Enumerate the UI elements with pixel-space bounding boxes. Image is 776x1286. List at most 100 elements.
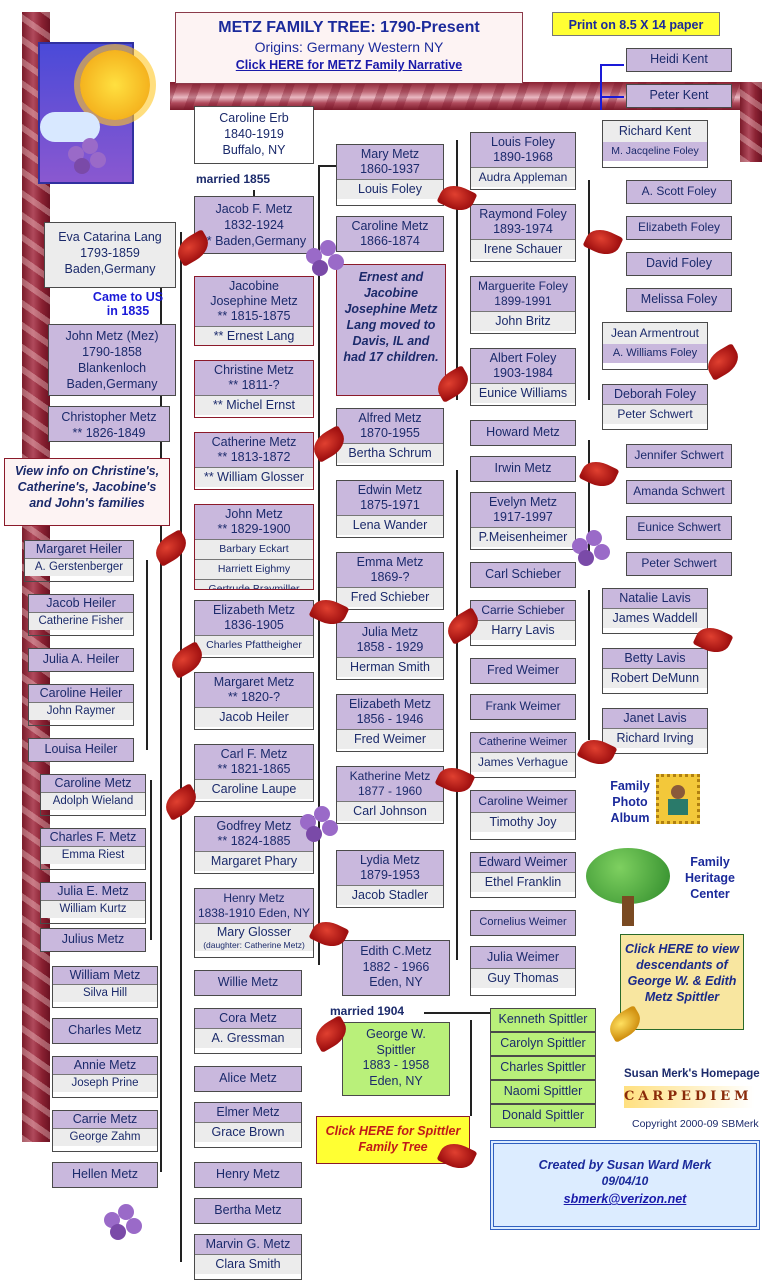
connector-line xyxy=(588,590,590,740)
person-carl-f-metz: Carl F. Metz ** 1821-1865Caroline Laupe xyxy=(194,744,314,802)
email-link[interactable]: sbmerk@verizon.net xyxy=(494,1192,756,1206)
person-elizabeth-foley: Elizabeth Foley xyxy=(626,216,732,240)
person-hellen-metz: Hellen Metz xyxy=(52,1162,158,1188)
person-scott-foley: A. Scott Foley xyxy=(626,180,732,204)
person-carolyn-spittler: Carolyn Spittler xyxy=(490,1032,596,1056)
person-peter-kent: Peter Kent xyxy=(626,84,732,108)
title-panel: METZ FAMILY TREE: 1790-Present Origins: … xyxy=(175,12,523,84)
person-caroline-1866: Caroline Metz 1866-1874 xyxy=(336,216,444,252)
connector-line xyxy=(600,64,624,66)
connector-line xyxy=(318,165,336,167)
person-irwin-metz: Irwin Metz xyxy=(470,456,576,482)
photo-album-icon[interactable] xyxy=(656,774,700,824)
person-caroline-erb: Caroline Erb 1840-1919 Buffalo, NY xyxy=(194,106,314,164)
person-john-mez: John Metz (Mez) 1790-1858 Blankenloch Ba… xyxy=(48,324,176,396)
person-carl-schieber: Carl Schieber xyxy=(470,562,576,588)
connector-line xyxy=(588,180,590,400)
married-1855-note: married 1855 xyxy=(196,172,270,186)
person-julius-metz: Julius Metz xyxy=(40,928,146,952)
came-to-us-note: Came to US in 1835 xyxy=(92,290,164,318)
person-edith-metz: Edith C.Metz 1882 - 1966 Eden, NY xyxy=(342,940,450,996)
person-amanda-schwert: Amanda Schwert xyxy=(626,480,732,504)
person-howard-metz: Howard Metz xyxy=(470,420,576,446)
tree-icon[interactable] xyxy=(586,848,670,928)
copyright-text: Copyright 2000-09 SBMerk xyxy=(632,1118,759,1130)
connector-line xyxy=(600,64,602,110)
red-leaf-icon xyxy=(579,456,620,492)
view-info-box[interactable]: View info on Christine's, Catherine's, J… xyxy=(4,458,170,526)
person-jacob-heiler: Jacob HeilerCatherine Fisher xyxy=(28,594,134,636)
connector-line xyxy=(600,96,624,98)
person-margaret-1820: Margaret Metz ** 1820-?Jacob Heiler xyxy=(194,672,314,730)
person-john-metz-1829: John Metz ** 1829-1900 Barbary Eckart Ha… xyxy=(194,504,314,590)
person-willie-metz: Willie Metz xyxy=(194,970,302,996)
family-photo-album-link[interactable]: Family Photo Album xyxy=(600,778,660,826)
carpediem-logo[interactable]: CARPEDIEM xyxy=(624,1086,754,1108)
person-george-spittler: George W. Spittler 1883 - 1958 Eden, NY xyxy=(342,1022,450,1096)
person-jacobine-metz: Jacobine Josephine Metz ** 1815-1875** E… xyxy=(194,276,314,346)
person-charles-metz: Charles Metz xyxy=(52,1018,158,1044)
person-edwin-metz: Edwin Metz 1875-1971Lena Wander xyxy=(336,480,444,538)
person-eva-lang: Eva Catarina Lang 1793-1859 Baden,German… xyxy=(44,222,176,288)
person-jacob-f-metz: Jacob F. Metz 1832-1924 ** Baden,Germany xyxy=(194,196,314,254)
red-leaf-icon xyxy=(702,343,743,381)
married-1904-note: married 1904 xyxy=(330,1004,404,1018)
person-richard-kent: Richard KentM. Jacqeline Foley xyxy=(602,120,708,168)
person-heidi-kent: Heidi Kent xyxy=(626,48,732,72)
person-charles-spittler: Charles Spittler xyxy=(490,1056,596,1080)
sun-logo-image xyxy=(38,42,168,182)
page-title: METZ FAMILY TREE: 1790-Present xyxy=(176,19,522,37)
connector-line xyxy=(470,1020,472,1116)
person-mary-metz: Mary Metz 1860-1937Louis Foley xyxy=(336,144,444,206)
person-louisa-heiler: Louisa Heiler xyxy=(28,738,134,762)
origins-text: Origins: Germany Western NY xyxy=(176,39,522,55)
person-fred-weimer: Fred Weimer xyxy=(470,658,576,684)
ernest-note-box: Ernest and Jacobine Josephine Metz Lang … xyxy=(336,264,446,396)
connector-line xyxy=(180,232,182,1262)
person-henry-metz: Henry Metz xyxy=(194,1162,302,1188)
person-kenneth-spittler: Kenneth Spittler xyxy=(490,1008,596,1032)
connector-line xyxy=(146,560,148,750)
person-godfrey-metz: Godfrey Metz ** 1824-1885Margaret Phary xyxy=(194,816,314,874)
person-lydia-metz: Lydia Metz 1879-1953Jacob Stadler xyxy=(336,850,444,908)
person-donald-spittler: Donald Spittler xyxy=(490,1104,596,1128)
narrative-link[interactable]: Click HERE for METZ Family Narrative xyxy=(176,58,522,72)
person-cornelius-weimer: Cornelius Weimer xyxy=(470,910,576,936)
family-heritage-link[interactable]: Family Heritage Center xyxy=(672,854,748,902)
connector-line xyxy=(456,140,458,400)
violet-flower-icon xyxy=(300,806,340,846)
person-christine-metz: Christine Metz ** 1811-?** Michel Ernst xyxy=(194,360,314,418)
person-christopher-metz: Christopher Metz ** 1826-1849 xyxy=(48,406,170,442)
connector-line xyxy=(150,780,152,940)
person-catherine-metz: Catherine Metz ** 1813-1872** William Gl… xyxy=(194,432,314,490)
violet-flower-icon xyxy=(306,240,346,280)
red-leaf-icon xyxy=(150,529,191,567)
right-vine-accent xyxy=(740,82,762,162)
person-naomi-spittler: Naomi Spittler xyxy=(490,1080,596,1104)
person-frank-weimer: Frank Weimer xyxy=(470,694,576,720)
credits-panel: Created by Susan Ward Merk 09/04/10 sbme… xyxy=(490,1140,760,1230)
homepage-link[interactable]: Susan Merk's Homepage xyxy=(624,1068,760,1080)
